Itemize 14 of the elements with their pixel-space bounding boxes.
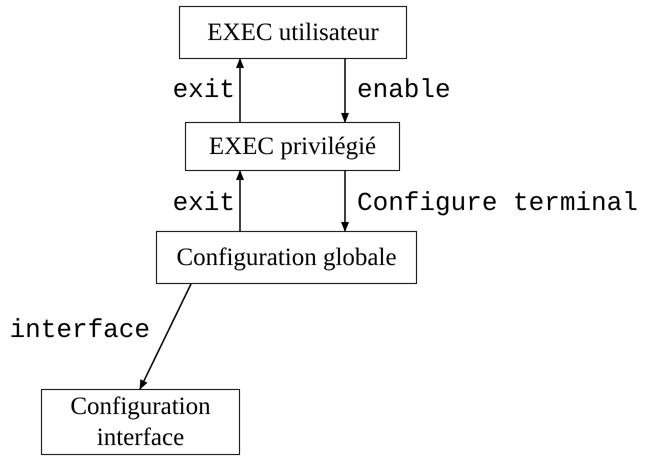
edge-label: enable: [357, 77, 451, 103]
arrow: [139, 284, 192, 390]
edge-label: exit: [172, 77, 235, 103]
arrow: [236, 58, 244, 122]
edge-label: Configure terminal: [357, 190, 638, 216]
arrow: [341, 59, 349, 123]
state-box: EXEC privilégié: [185, 122, 400, 171]
state-box: Configuration globale: [156, 231, 417, 284]
arrow: [341, 171, 349, 232]
state-box: EXEC utilisateur: [179, 6, 407, 59]
state-box: Configuration interface: [41, 389, 240, 455]
edge-label: interface: [10, 317, 150, 343]
edge-label: exit: [172, 190, 235, 216]
arrow: [236, 170, 244, 231]
